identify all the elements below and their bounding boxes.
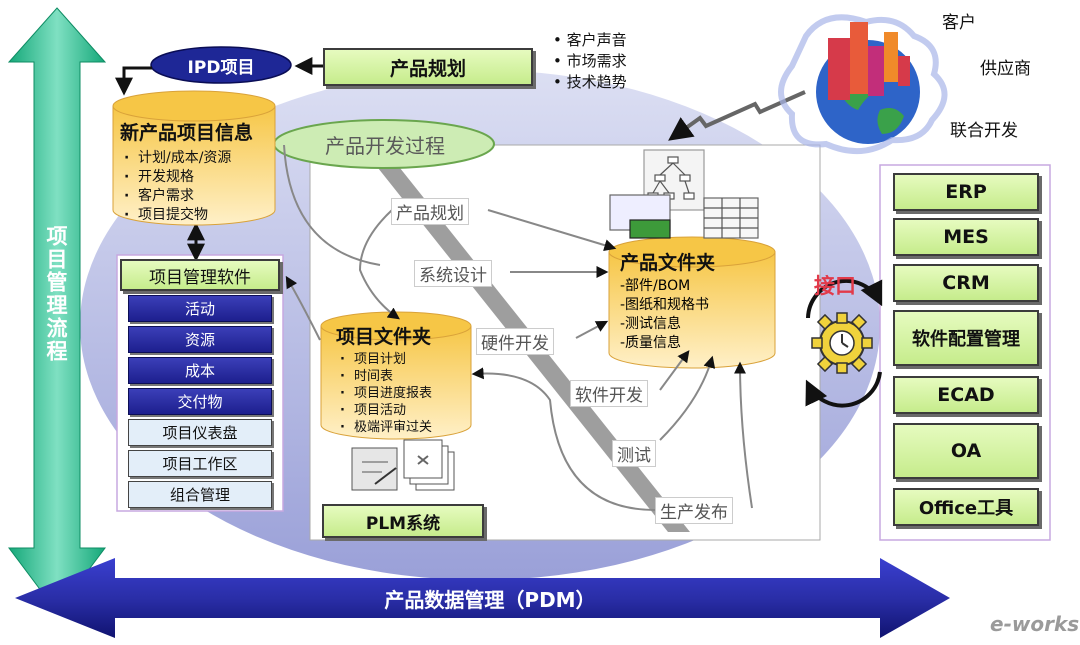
- joint-development-label: 联合开发: [950, 121, 1018, 141]
- planning-input-item: • 客户声音: [553, 31, 627, 49]
- product-folder-item: -测试信息: [620, 316, 682, 332]
- eworks-logo: e-works: [990, 612, 1080, 636]
- product-planning-box[interactable]: 产品规划: [323, 48, 533, 86]
- pm-workspace-button[interactable]: 项目工作区: [128, 450, 272, 477]
- project-folder-item: 时间表: [336, 368, 476, 385]
- project-management-software-box[interactable]: 项目管理软件: [120, 259, 280, 291]
- project-folder-item: 项目进度报表: [336, 385, 476, 402]
- project-info-item: 项目提交物: [120, 206, 280, 225]
- step-hardware-development: 硬件开发: [476, 328, 554, 355]
- project-folder-title: 项目文件夹: [336, 326, 432, 348]
- system-software-config-management[interactable]: 软件配置管理: [893, 310, 1039, 366]
- step-software-development: 软件开发: [570, 380, 648, 407]
- customer-label: 客户: [942, 13, 976, 33]
- project-info-item: 计划/成本/资源: [120, 149, 280, 168]
- buildings-icon: [828, 22, 910, 100]
- pdm-label: 产品数据管理（PDM）: [384, 588, 596, 612]
- stacked-documents-icon: [403, 439, 455, 491]
- gear-icon: [811, 312, 873, 374]
- product-folder: 产品文件夹 -部件/BOM -图纸和规格书 -测试信息 -质量信息: [620, 248, 770, 353]
- pm-portfolio-button[interactable]: 组合管理: [128, 481, 272, 508]
- pm-activity-button[interactable]: 活动: [128, 295, 272, 322]
- new-product-project-info-title: 新产品项目信息: [120, 122, 254, 144]
- pm-dashboard-button[interactable]: 项目仪表盘: [128, 419, 272, 446]
- project-folder-item: 项目计划: [336, 351, 476, 368]
- ipd-project-label[interactable]: IPD项目: [187, 58, 255, 78]
- pm-deliverables-button[interactable]: 交付物: [128, 388, 272, 415]
- product-folder-item: -质量信息: [620, 335, 682, 351]
- product-folder-item: -图纸和规格书: [620, 297, 710, 313]
- new-product-project-info: 新产品项目信息 计划/成本/资源 开发规格 客户需求 项目提交物: [120, 118, 280, 225]
- project-info-item: 客户需求: [120, 187, 280, 206]
- interface-label: 接口: [814, 274, 856, 298]
- pm-cost-button[interactable]: 成本: [128, 357, 272, 384]
- project-folder-item: 项目活动: [336, 402, 476, 419]
- system-erp[interactable]: ERP: [893, 173, 1039, 211]
- product-folder-title: 产品文件夹: [620, 252, 716, 274]
- step-testing: 测试: [612, 440, 656, 467]
- product-folder-item: -部件/BOM: [620, 278, 691, 294]
- system-ecad[interactable]: ECAD: [893, 376, 1039, 414]
- document-icon: [351, 447, 398, 491]
- supplier-label: 供应商: [980, 59, 1031, 79]
- step-product-planning: 产品规划: [391, 198, 469, 225]
- system-oa[interactable]: OA: [893, 423, 1039, 479]
- system-office-tools[interactable]: Office工具: [893, 488, 1039, 526]
- project-folder: 项目文件夹 项目计划 时间表 项目进度报表 项目活动 极端评审过关: [336, 322, 476, 436]
- planning-inputs: • 客户声音 • 市场需求 • 技术趋势: [553, 30, 627, 93]
- planning-input-item: • 技术趋势: [553, 73, 627, 91]
- system-crm[interactable]: CRM: [893, 264, 1039, 302]
- pm-resource-button[interactable]: 资源: [128, 326, 272, 353]
- step-system-design: 系统设计: [414, 260, 492, 287]
- product-development-process-label: 产品开发过程: [325, 134, 445, 158]
- system-mes[interactable]: MES: [893, 218, 1039, 256]
- bom-tree-icon: [609, 149, 759, 239]
- project-folder-item: 极端评审过关: [336, 419, 476, 436]
- plm-system-box[interactable]: PLM系统: [322, 504, 484, 538]
- project-info-item: 开发规格: [120, 168, 280, 187]
- project-management-process-label: 项目管理流程: [44, 225, 68, 363]
- step-production-release: 生产发布: [655, 497, 733, 524]
- planning-input-item: • 市场需求: [553, 52, 627, 70]
